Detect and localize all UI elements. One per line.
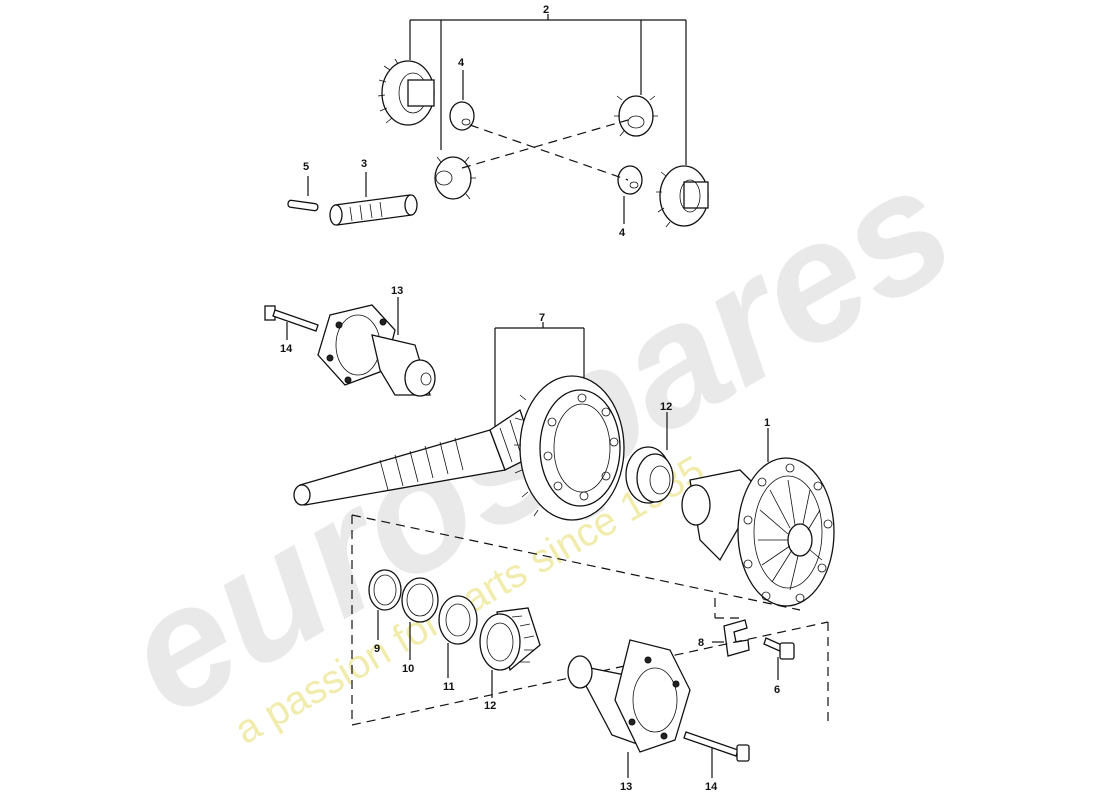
callout-12-lower: 12: [484, 700, 496, 712]
callout-4-lower: 4: [619, 227, 626, 239]
callout-12-upper: 12: [660, 401, 672, 413]
callout-10: 10: [402, 663, 414, 675]
bearing-12-upper: [625, 446, 674, 504]
callout-14-upper: 14: [280, 343, 293, 355]
callout-9: 9: [374, 643, 380, 655]
shim-10: [401, 577, 439, 623]
pinion-gear-upper-right: [614, 95, 658, 137]
flange-shaft-upper: [317, 304, 436, 397]
alignment-line: [461, 119, 629, 169]
differential-housing: [681, 457, 835, 607]
callout-1: 1: [764, 417, 770, 429]
callout-5: 5: [303, 161, 309, 173]
callout-14-lower: 14: [705, 781, 718, 793]
callout-4-upper: 4: [458, 57, 465, 69]
flange-shaft-lower: [567, 639, 691, 753]
callout-2: 2: [543, 4, 549, 16]
bracket-7: [494, 322, 585, 428]
thrust-washer-upper: [449, 101, 475, 131]
callout-3: 3: [361, 158, 367, 170]
callout-7: 7: [539, 312, 545, 324]
spacer-11: [438, 595, 478, 645]
callout-13-upper: 13: [391, 285, 403, 297]
shim-9: [368, 569, 402, 611]
ring-gear: [514, 375, 625, 521]
alignment-line: [469, 124, 629, 181]
side-gear-right: [656, 165, 709, 228]
thrust-washer-lower: [617, 165, 643, 195]
assembly-frame: [351, 514, 829, 726]
callout-13-lower: 13: [620, 781, 632, 793]
bolt-14-upper: [264, 305, 319, 332]
bracket-2: [409, 14, 687, 165]
bolt-14-lower: [683, 731, 750, 762]
callout-11: 11: [443, 681, 455, 693]
side-gear-left: [377, 58, 435, 126]
bearing-12-lower: [479, 607, 541, 672]
lock-plate-8: [723, 619, 750, 657]
callout-8: 8: [698, 637, 704, 649]
pin-5: [287, 199, 319, 212]
callout-6: 6: [774, 684, 780, 696]
pinion-gear-mid-left: [434, 156, 476, 200]
differential-shaft-3: [329, 194, 418, 226]
bolt-6: [763, 637, 795, 660]
